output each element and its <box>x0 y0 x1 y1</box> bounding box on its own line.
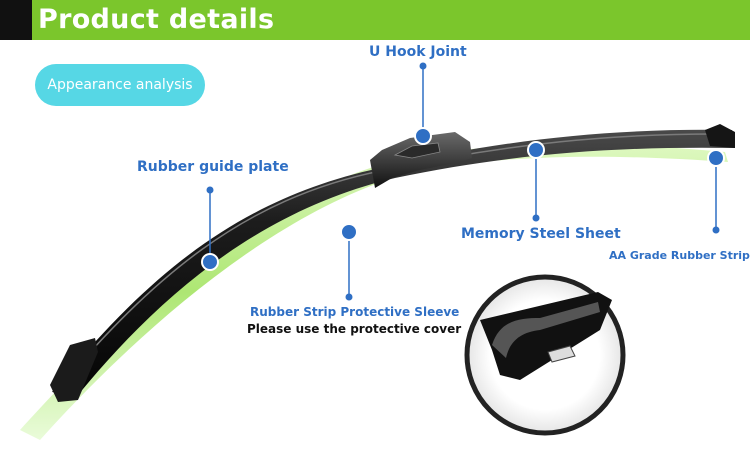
callout-marker-dots <box>201 127 725 271</box>
aa-grade-rubber-strip-label: AA Grade Rubber Strip <box>609 249 750 262</box>
rubber-guide-plate-label: Rubber guide plate <box>137 159 289 175</box>
u-hook-joint-shape <box>370 132 472 188</box>
appearance-analysis-label: Appearance analysis <box>47 77 193 93</box>
blade-tip-left-shape <box>50 338 98 402</box>
u-hook-joint-label: U Hook Joint <box>369 44 467 60</box>
callout-leader-lines <box>209 66 717 297</box>
blade-body-shape <box>52 129 735 395</box>
protective-sleeve-shape <box>20 144 728 440</box>
protective-cover-note: Please use the protective cover <box>247 322 462 336</box>
header-accent-block <box>0 0 32 40</box>
u-hook-slot-shape <box>393 142 441 159</box>
page-title: Product details <box>38 4 275 35</box>
header-bar <box>0 0 750 40</box>
detail-hook-shape <box>480 292 612 380</box>
callout-end-dots <box>206 62 720 301</box>
memory-steel-sheet-label: Memory Steel Sheet <box>461 226 621 242</box>
blade-tip-right-shape <box>705 124 735 148</box>
rubber-strip-protective-sleeve-label: Rubber Strip Protective Sleeve <box>250 305 460 319</box>
appearance-analysis-badge: Appearance analysis <box>35 64 205 106</box>
